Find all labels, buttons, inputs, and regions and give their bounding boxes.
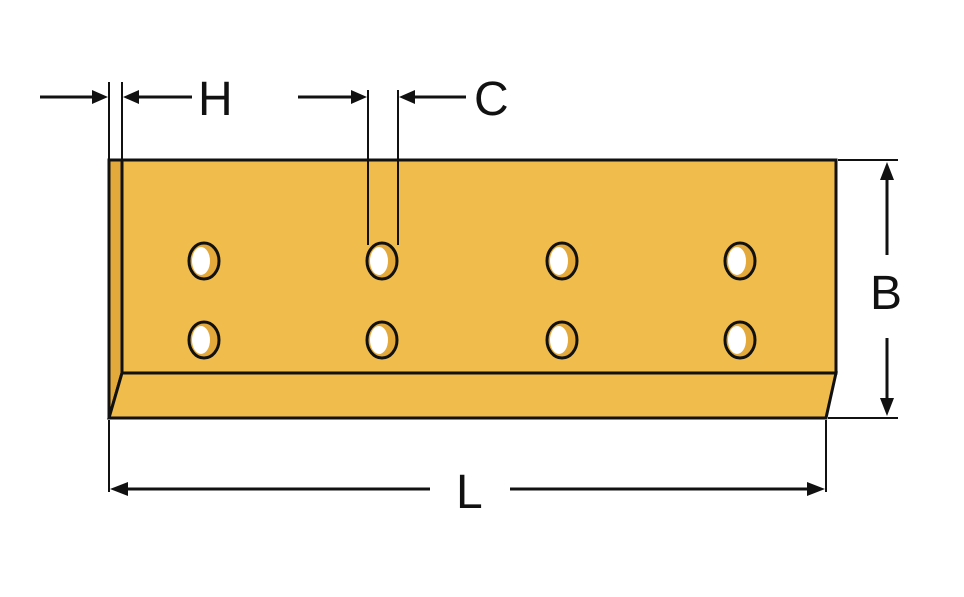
bolt-hole <box>187 241 221 281</box>
dimension-h: H <box>40 73 233 160</box>
c-arrow-left-head <box>351 90 367 104</box>
bolt-hole-opening <box>192 326 210 354</box>
bolt-hole-opening <box>370 326 388 354</box>
bolt-hole <box>723 320 757 360</box>
b-label: B <box>870 267 902 320</box>
h-arrow-left-head <box>92 90 108 104</box>
h-arrow-right-head <box>123 90 139 104</box>
dimension-c: C <box>298 73 509 245</box>
l-label: L <box>456 466 483 519</box>
h-label: H <box>198 73 233 126</box>
c-label: C <box>474 73 509 126</box>
bolt-hole <box>545 320 579 360</box>
bolt-hole-opening <box>192 247 210 275</box>
l-arrow-right-head <box>807 482 825 496</box>
c-arrow-right-head <box>399 90 415 104</box>
bolt-hole <box>545 241 579 281</box>
bolt-hole-opening <box>550 326 568 354</box>
bolt-hole-opening <box>728 247 746 275</box>
bolt-hole <box>365 320 399 360</box>
b-arrow-top-head <box>880 162 894 180</box>
blade <box>107 158 838 420</box>
dimension-b: B <box>828 159 902 419</box>
bolt-hole <box>187 320 221 360</box>
bolt-hole <box>723 241 757 281</box>
bolt-hole-opening <box>370 247 388 275</box>
bolt-hole <box>365 241 399 281</box>
bolt-hole-opening <box>550 247 568 275</box>
b-arrow-bottom-head <box>880 398 894 416</box>
dimension-l: L <box>108 420 827 519</box>
blade-bevel-edge <box>107 371 838 420</box>
bolt-hole-opening <box>728 326 746 354</box>
bolt-holes <box>187 241 757 360</box>
l-arrow-left-head <box>110 482 128 496</box>
